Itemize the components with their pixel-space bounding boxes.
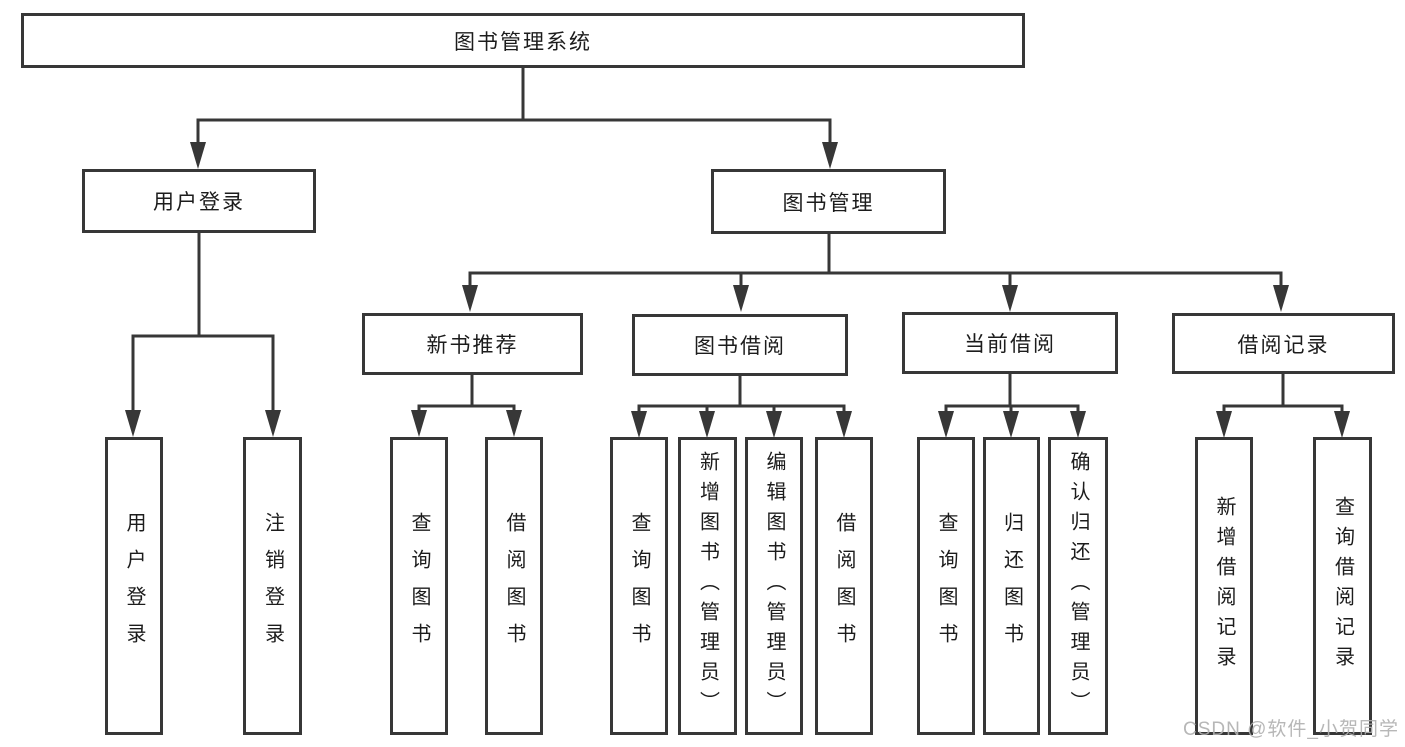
node-user-login: 用户登录 [82,169,316,233]
node-label: 当前借阅 [964,333,1056,356]
node-label: 用户登录 [123,512,145,660]
leaf-add-borrow-record: 新增借阅记录 [1195,437,1253,735]
node-label: 确认归还（管理员） [1067,451,1089,721]
leaf-query-borrow-record: 查询借阅记录 [1313,437,1372,735]
leaf-add-book-admin: 新增图书（管理员） [678,437,737,735]
node-borrowing-records: 借阅记录 [1172,313,1395,374]
node-label: 借阅记录 [1237,333,1330,357]
node-label: 归还图书 [1000,512,1023,660]
leaf-query-books-borrowing: 查询图书 [610,437,668,735]
node-label: 查询图书 [628,512,650,660]
node-label: 借阅图书 [833,512,855,660]
node-label: 借阅图书 [503,512,525,660]
node-label: 新书推荐 [426,334,519,357]
leaf-user-login: 用户登录 [105,437,163,735]
node-label: 用户登录 [153,191,245,214]
node-root: 图书管理系统 [21,13,1025,68]
node-label: 图书借阅 [694,335,786,358]
node-label: 查询图书 [935,512,957,660]
node-label: 查询借阅记录 [1331,496,1354,676]
leaf-confirm-return-admin: 确认归还（管理员） [1048,437,1108,735]
leaf-edit-book-admin: 编辑图书（管理员） [745,437,803,735]
node-label: 新增借阅记录 [1213,496,1235,676]
node-label: 新增图书（管理员） [696,451,719,721]
node-label: 注销登录 [261,512,284,660]
node-label: 图书管理 [782,191,875,215]
leaf-return-book: 归还图书 [983,437,1040,735]
node-label: 编辑图书（管理员） [763,451,785,721]
node-book-management: 图书管理 [711,169,946,234]
leaf-query-books-current: 查询图书 [917,437,975,735]
leaf-borrow-books-borrowing: 借阅图书 [815,437,873,735]
csdn-watermark: CSDN @软件_小贺同学 [1183,719,1399,740]
leaf-borrow-books-recommend: 借阅图书 [485,437,543,735]
node-current-borrowing: 当前借阅 [902,312,1118,374]
node-book-borrowing: 图书借阅 [632,314,848,376]
node-label: 图书管理系统 [454,30,592,54]
node-new-book-recommendation: 新书推荐 [362,313,583,375]
leaf-logout: 注销登录 [243,437,302,735]
node-label: 查询图书 [408,512,430,660]
leaf-query-books-recommend: 查询图书 [390,437,448,735]
